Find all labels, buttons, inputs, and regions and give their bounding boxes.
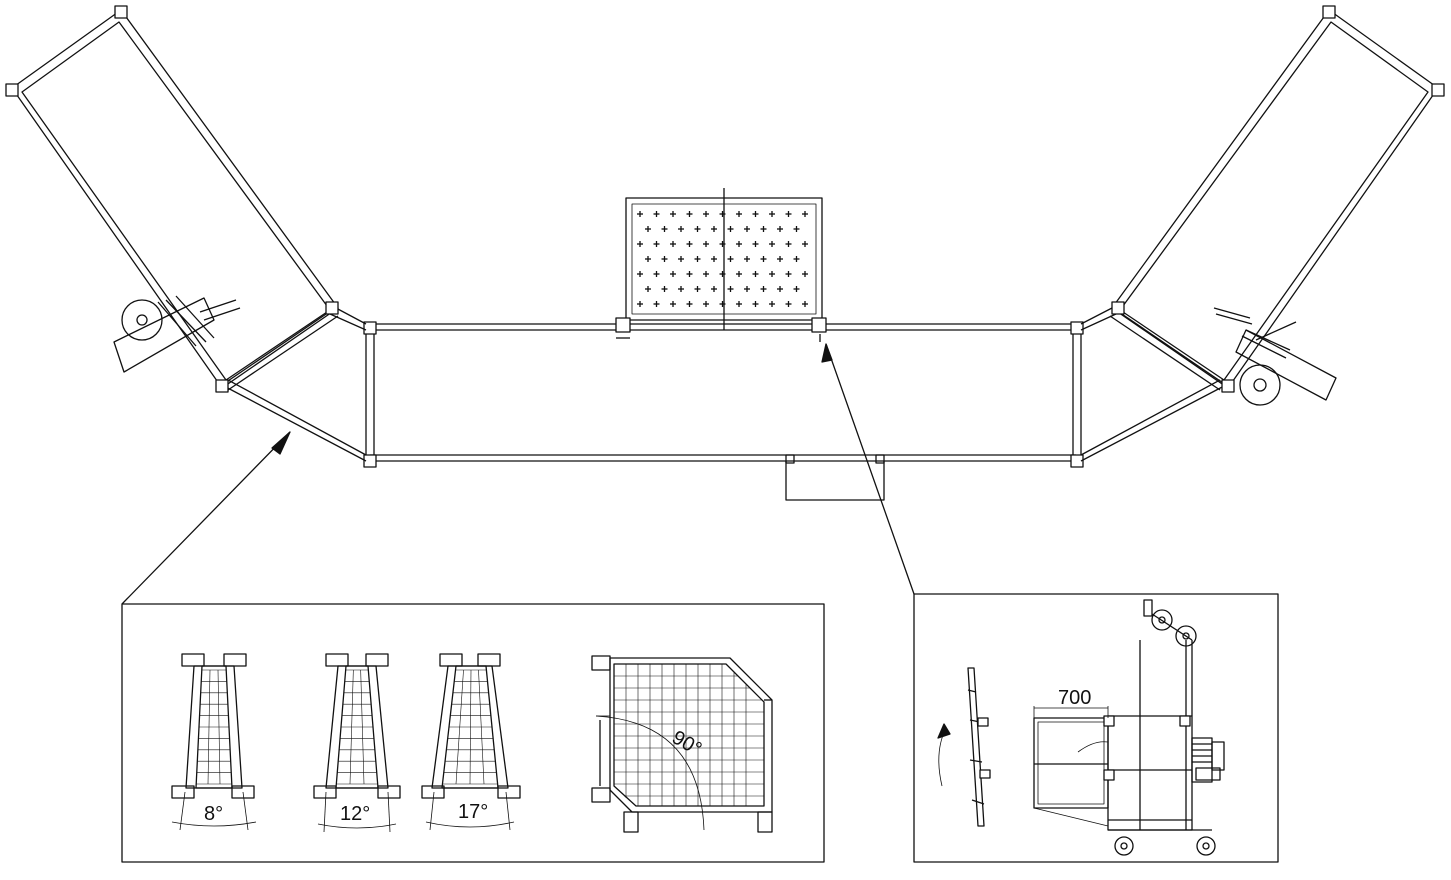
center-conveyor-frame <box>363 321 1084 501</box>
dimension-700: 700 <box>1033 687 1109 718</box>
module-8deg: 8° <box>171 653 257 831</box>
module-90deg: 90° <box>591 655 773 833</box>
angle-label-8: 8° <box>204 803 223 825</box>
left-arm-frame <box>5 5 339 393</box>
left-transition <box>221 307 367 462</box>
grid-line <box>207 669 211 785</box>
motor-block <box>1191 737 1225 783</box>
leader-lines <box>121 343 915 605</box>
right-arm-frame <box>1111 5 1445 393</box>
module-12deg-grid <box>336 669 378 785</box>
module-17deg: 17° <box>421 653 521 831</box>
right-motor-unit <box>1213 307 1337 406</box>
grid-line <box>478 669 485 785</box>
side-view-panel: 700 <box>913 593 1279 863</box>
mesh-panel <box>615 188 827 342</box>
wheels <box>1108 829 1216 856</box>
grid-line <box>217 669 221 785</box>
side-frame <box>1033 640 1193 831</box>
grid-line <box>469 669 472 785</box>
module-12deg: 12° <box>313 653 401 833</box>
left-motor-unit <box>113 295 241 373</box>
pulley-assembly <box>1143 599 1197 647</box>
grid-line <box>360 669 365 785</box>
tilted-panel <box>937 667 991 827</box>
module-90deg-grid <box>614 664 764 806</box>
grid-line <box>455 669 464 785</box>
module-17deg-grid <box>442 669 498 785</box>
angle-label-17: 17° <box>458 801 488 823</box>
right-transition <box>1080 307 1227 462</box>
module-8deg-grid <box>196 669 232 785</box>
dimension-label: 700 <box>1058 687 1091 709</box>
angle-label-12: 12° <box>340 803 370 825</box>
mesh-cross-pattern <box>637 211 808 307</box>
plan-view <box>5 5 1445 605</box>
grid-line <box>349 669 354 785</box>
angle-label-90: 90° <box>668 726 705 760</box>
angle-detail-panel: 8° 12° 17° <box>121 603 825 863</box>
